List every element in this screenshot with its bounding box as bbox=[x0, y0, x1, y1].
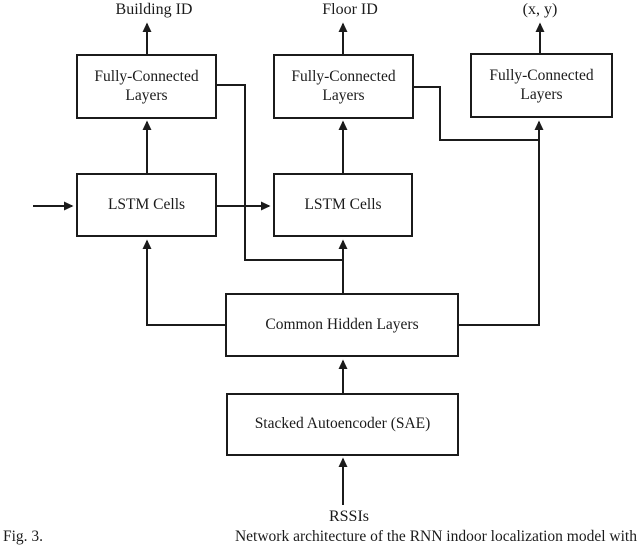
output-label-floor-id: Floor ID bbox=[322, 1, 378, 18]
box-fully-connected-floor: Fully-Connected Layers bbox=[273, 54, 414, 119]
box-fully-connected-position: Fully-Connected Layers bbox=[470, 53, 613, 118]
arrow-common-hidden-to-fc-position bbox=[459, 120, 544, 326]
output-label-building-id: Building ID bbox=[115, 1, 193, 18]
box-stacked-autoencoder: Stacked Autoencoder (SAE) bbox=[226, 393, 459, 456]
line-fc-floor-feedback-to-fc-position bbox=[413, 86, 539, 141]
box-common-hidden-layers: Common Hidden Layers bbox=[225, 293, 459, 357]
line-fc-building-feedback-to-lstm2 bbox=[217, 84, 343, 261]
box-fully-connected-building: Fully-Connected Layers bbox=[76, 54, 217, 119]
input-label-rssis: RSSIs bbox=[328, 508, 370, 525]
figure-caption: Fig. 3. Network architecture of the RNN … bbox=[3, 527, 637, 546]
box-lstm-cells-2: LSTM Cells bbox=[273, 173, 413, 237]
arrow-common-hidden-to-lstm1 bbox=[142, 239, 225, 326]
output-label-xy: (x, y) bbox=[522, 1, 558, 18]
figure-caption-number: Fig. 3. bbox=[3, 528, 44, 545]
figure-caption-text: Network architecture of the RNN indoor l… bbox=[234, 528, 637, 545]
box-lstm-cells-1: LSTM Cells bbox=[76, 173, 217, 237]
